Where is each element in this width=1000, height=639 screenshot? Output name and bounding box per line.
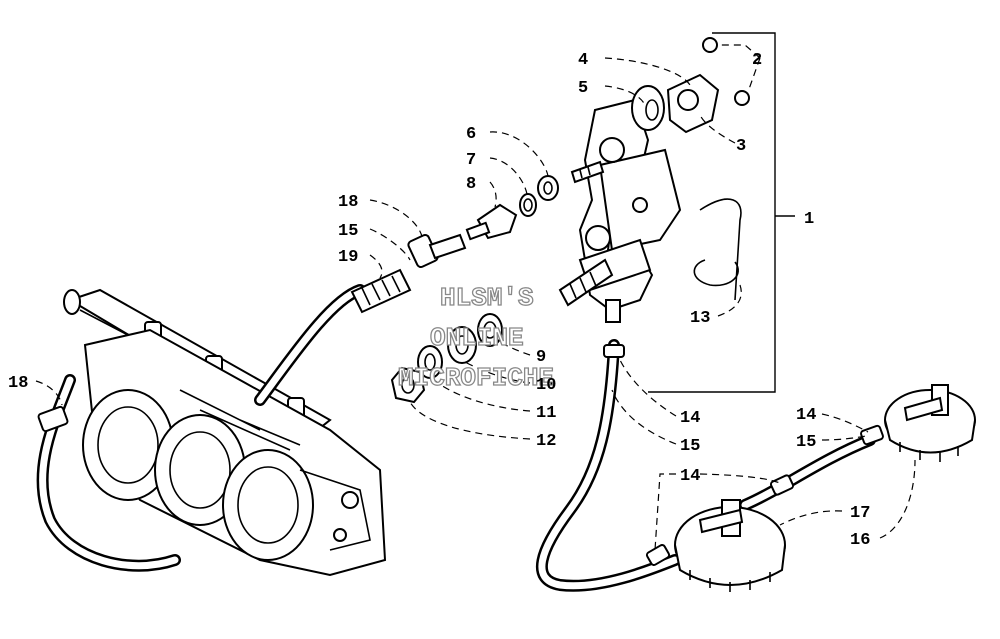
callout-18-left: 18 — [8, 374, 28, 393]
leader-lines — [35, 44, 916, 551]
watermark-line-3: MICROFICHE — [398, 363, 554, 393]
callout-1: 1 — [804, 210, 814, 229]
callout-18-upper: 18 — [338, 193, 358, 212]
throttle-body-assembly — [63, 288, 387, 577]
regulator-cap — [631, 73, 720, 134]
washer-9 — [477, 313, 503, 347]
callout-3: 3 — [736, 137, 746, 156]
callout-14-lower: 14 — [680, 467, 700, 486]
callout-10: 10 — [536, 376, 556, 395]
callout-8: 8 — [466, 175, 476, 194]
callout-7: 7 — [466, 151, 476, 170]
callout-4: 4 — [578, 51, 588, 70]
callout-15-upper: 15 — [338, 222, 358, 241]
assembly-bracket — [648, 32, 776, 393]
callout-5: 5 — [578, 79, 588, 98]
callout-17: 17 — [850, 504, 870, 523]
washer-11 — [417, 345, 443, 379]
fuel-filter-lower — [674, 499, 786, 592]
callout-2: 2 — [752, 51, 762, 70]
retaining-clip — [693, 198, 742, 301]
washer-7 — [519, 193, 537, 217]
vacuum-hose-left — [36, 374, 181, 572]
washer-10 — [447, 326, 477, 364]
callout-labels: 2 4 5 3 6 7 8 1 18 15 19 13 9 10 11 12 1… — [8, 51, 870, 550]
bolt-2a — [702, 37, 718, 53]
regulator-vacuum-hose — [254, 233, 467, 406]
watermark-line-2: ONLINE — [430, 323, 524, 353]
callout-14-mid: 14 — [680, 409, 700, 428]
watermark: HLSM'S ONLINE MICROFICHE — [397, 282, 554, 393]
callout-12: 12 — [536, 432, 556, 451]
callout-6: 6 — [466, 125, 476, 144]
callout-15-right: 15 — [796, 433, 816, 452]
callout-11: 11 — [536, 404, 556, 423]
callout-19: 19 — [338, 248, 358, 267]
bolt-2b — [734, 90, 750, 106]
nut-12 — [390, 366, 426, 404]
watermark-line-1: HLSM'S — [440, 283, 534, 313]
fuel-hose-system — [536, 339, 884, 592]
callout-13: 13 — [690, 309, 710, 328]
washer-6 — [537, 175, 559, 201]
callout-14-right: 14 — [796, 406, 816, 425]
fuel-filter-upper — [884, 384, 976, 462]
callout-16: 16 — [850, 531, 870, 550]
fitting-part — [465, 203, 518, 241]
callout-9: 9 — [536, 348, 546, 367]
callout-15-mid: 15 — [680, 437, 700, 456]
fuel-pressure-regulator — [558, 98, 682, 323]
